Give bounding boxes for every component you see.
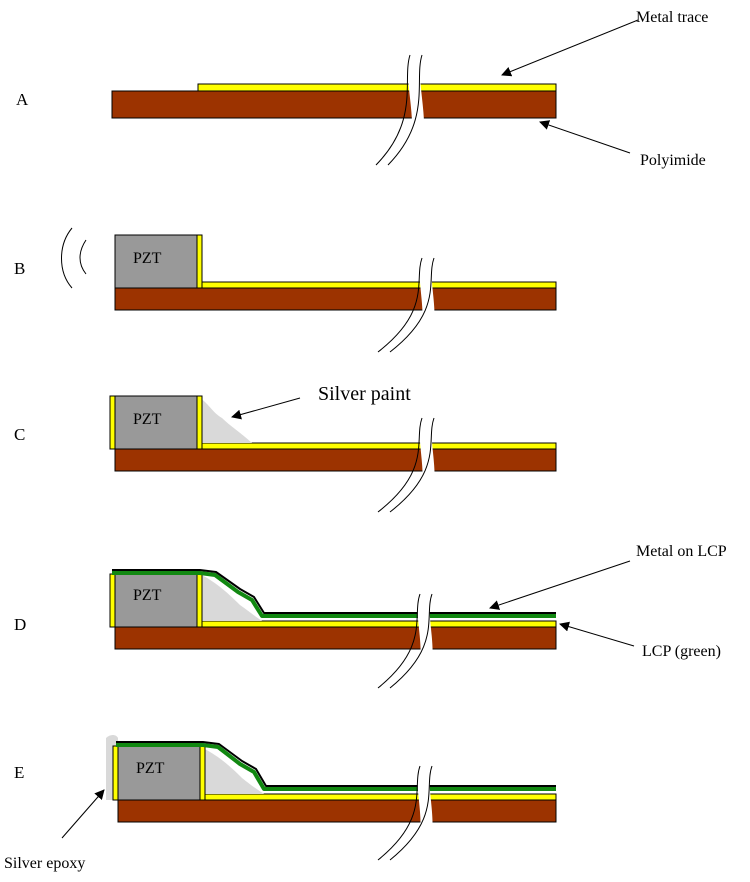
pzt-block xyxy=(114,234,198,289)
break-mark xyxy=(377,765,433,861)
row-a: A Metal trace Polyimide xyxy=(16,9,708,169)
silver-paint-fill xyxy=(200,574,262,621)
pzt-electrode-left xyxy=(109,395,116,450)
lcp-layer xyxy=(116,743,556,791)
metal-trace-arrow xyxy=(501,19,639,77)
break-mark xyxy=(377,257,435,353)
polyimide-layer xyxy=(117,799,557,823)
silver-paint-fill xyxy=(203,748,264,794)
row-letter-c: C xyxy=(14,425,25,444)
pzt-electrode-left xyxy=(109,573,116,628)
metal-trace-layer xyxy=(197,83,557,92)
pzt-electrode-left xyxy=(112,745,119,801)
pzt-electrode-right xyxy=(199,745,206,801)
pzt-label: PZT xyxy=(136,760,165,777)
pzt-block xyxy=(114,395,198,450)
polyimide-layer xyxy=(111,90,557,119)
row-letter-a: A xyxy=(16,90,29,109)
vibration-arc-outer xyxy=(61,227,73,289)
pzt-label: PZT xyxy=(133,587,162,604)
row-d: D PZT Metal on LCP LCP (green) xyxy=(14,543,727,689)
metal-on-lcp-label: Metal on LCP xyxy=(636,543,727,560)
metal-trace-layer xyxy=(202,793,557,801)
row-letter-b: B xyxy=(14,259,25,278)
break-mark xyxy=(377,417,435,513)
row-letter-d: D xyxy=(14,615,26,634)
silver-paint-arrow xyxy=(231,397,301,420)
silver-epoxy-label: Silver epoxy xyxy=(4,855,85,872)
metal-on-lcp-layer xyxy=(116,741,556,787)
pzt-block xyxy=(117,745,201,801)
lcp-label: LCP (green) xyxy=(642,643,721,660)
metal-trace-layer xyxy=(199,620,557,628)
pzt-label: PZT xyxy=(133,411,162,428)
pzt-label: PZT xyxy=(133,250,162,267)
polyimide-layer xyxy=(114,626,557,650)
metal-on-lcp-arrow xyxy=(489,560,631,610)
polyimide-layer xyxy=(114,448,557,472)
pzt-electrode-right xyxy=(196,395,203,450)
lcp-arrow xyxy=(559,621,635,647)
metal-on-lcp-layer xyxy=(112,569,556,614)
metal-trace-layer xyxy=(199,281,557,289)
pzt-electrode-right xyxy=(196,573,203,628)
row-letter-e: E xyxy=(14,763,24,782)
vibration-arc-inner xyxy=(79,239,87,275)
silver-paint-label: Silver paint xyxy=(318,383,411,405)
polyimide-label: Polyimide xyxy=(640,152,706,169)
polyimide-layer xyxy=(114,287,557,311)
row-b: B PZT xyxy=(14,227,557,353)
metal-trace-label: Metal trace xyxy=(636,9,708,26)
pzt-electrode-right xyxy=(196,234,203,289)
row-c: C PZT Silver paint xyxy=(14,383,557,513)
silver-paint-fill xyxy=(200,398,252,443)
break-mark xyxy=(377,593,433,689)
polyimide-arrow xyxy=(539,120,631,154)
break-mark xyxy=(375,54,425,166)
silver-epoxy-arrow xyxy=(61,789,105,839)
row-e: E PZT Silver epoxy xyxy=(4,735,557,872)
lcp-layer xyxy=(112,571,556,618)
metal-trace-layer xyxy=(199,442,557,450)
